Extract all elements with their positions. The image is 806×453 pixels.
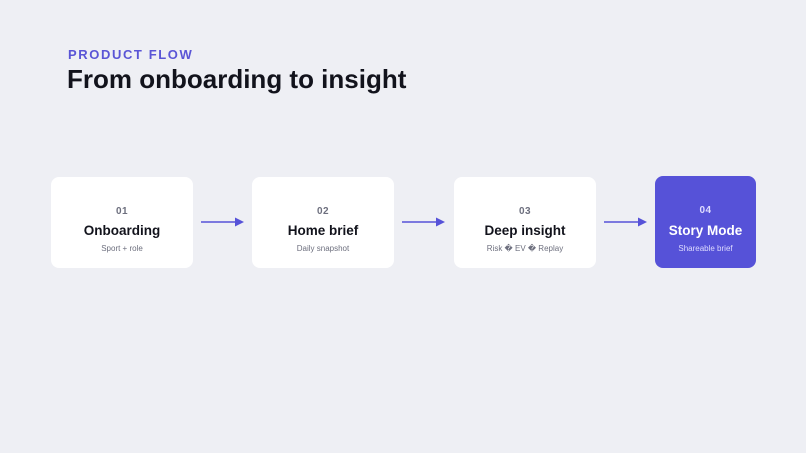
step-title: Onboarding xyxy=(83,223,161,238)
step-subtitle: Shareable brief xyxy=(678,244,733,253)
step-title: Home brief xyxy=(287,223,359,238)
arrow-right-icon xyxy=(604,217,647,227)
step-number: 03 xyxy=(518,206,532,217)
step-card-deep-insight: 03 Deep insight Risk � EV � Replay xyxy=(454,177,596,268)
step-card-onboarding: 01 Onboarding Sport + role xyxy=(51,177,193,268)
step-card-story-mode: 04 Story Mode Shareable brief xyxy=(655,176,756,268)
step-number: 01 xyxy=(115,206,129,217)
step-card-home-brief: 02 Home brief Daily snapshot xyxy=(252,177,394,268)
page-title: From onboarding to insight xyxy=(67,64,407,94)
step-number: 02 xyxy=(316,206,330,217)
arrow-right-icon xyxy=(201,217,244,227)
step-number: 04 xyxy=(699,205,712,216)
step-title: Story Mode xyxy=(668,223,743,238)
step-subtitle: Daily snapshot xyxy=(296,244,350,253)
eyebrow-label: PRODUCT FLOW xyxy=(68,47,194,62)
step-title: Deep insight xyxy=(484,223,566,238)
arrow-right-icon xyxy=(402,217,445,227)
step-subtitle: Risk � EV � Replay xyxy=(486,244,564,253)
step-subtitle: Sport + role xyxy=(101,244,143,253)
